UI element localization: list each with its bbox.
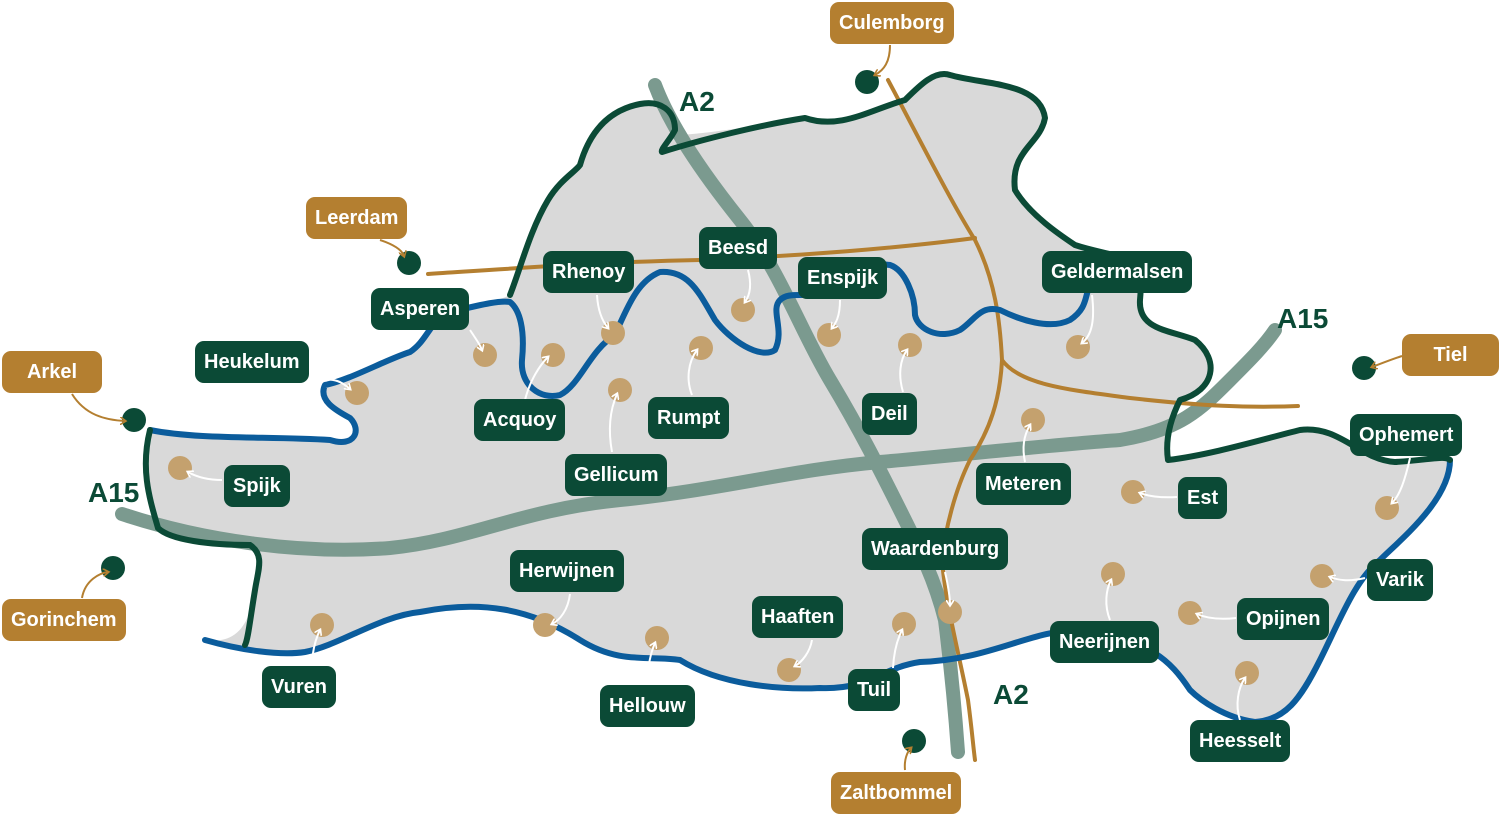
road-label-a2-south: A2 [993, 679, 1029, 710]
village-label-beesd[interactable]: Beesd [699, 227, 778, 269]
town-label-arkel[interactable]: Arkel [2, 351, 102, 393]
village-label-meteren[interactable]: Meteren [976, 463, 1071, 505]
a15-highway [115, 323, 1282, 557]
town-label-gorinchem[interactable]: Gorinchem [2, 599, 126, 641]
town-label-leerdam[interactable]: Leerdam [306, 197, 408, 239]
town-label-culemborg[interactable]: Culemborg [830, 2, 954, 44]
village-pointers [188, 269, 1411, 721]
road-label-a2-north: A2 [679, 86, 715, 117]
village-label-haaften[interactable]: Haaften [752, 596, 844, 638]
village-label-deil[interactable]: Deil [862, 393, 917, 435]
village-label-gellicum[interactable]: Gellicum [565, 454, 668, 496]
village-label-heukelum[interactable]: Heukelum [195, 341, 309, 383]
village-label-acquoy[interactable]: Acquoy [474, 399, 566, 441]
village-label-tuil[interactable]: Tuil [848, 669, 901, 711]
village-label-hellouw[interactable]: Hellouw [600, 685, 695, 727]
municipality-border-west [142, 427, 263, 648]
village-label-heesselt[interactable]: Heesselt [1190, 720, 1291, 762]
waal-river [202, 457, 1453, 725]
road-label-a15-east: A15 [1277, 303, 1329, 334]
village-label-rhenoy[interactable]: Rhenoy [543, 251, 635, 293]
town-label-tiel[interactable]: Tiel [1402, 334, 1499, 376]
village-label-waardenburg[interactable]: Waardenburg [862, 528, 1009, 570]
village-label-vuren[interactable]: Vuren [262, 666, 336, 708]
town-pointers [71, 44, 1403, 771]
village-label-geldermalsen[interactable]: Geldermalsen [1042, 251, 1193, 293]
a2-highway [648, 78, 965, 759]
municipality-area [145, 74, 1450, 723]
municipality-border [507, 71, 1453, 465]
village-label-ophemert[interactable]: Ophemert [1350, 414, 1463, 456]
village-label-neerijnen[interactable]: Neerijnen [1050, 621, 1160, 663]
village-label-opijnen[interactable]: Opijnen [1237, 598, 1330, 640]
linge-river [147, 260, 1091, 445]
village-label-enspijk[interactable]: Enspijk [798, 257, 888, 299]
village-label-est[interactable]: Est [1178, 477, 1228, 519]
village-label-rumpt[interactable]: Rumpt [648, 397, 730, 439]
village-label-herwijnen[interactable]: Herwijnen [510, 550, 624, 592]
road-label-a15-west: A15 [88, 477, 140, 508]
village-label-asperen[interactable]: Asperen [371, 288, 470, 330]
town-label-zaltbommel[interactable]: Zaltbommel [831, 772, 962, 814]
village-label-spijk[interactable]: Spijk [224, 465, 290, 507]
village-label-varik[interactable]: Varik [1367, 559, 1433, 601]
